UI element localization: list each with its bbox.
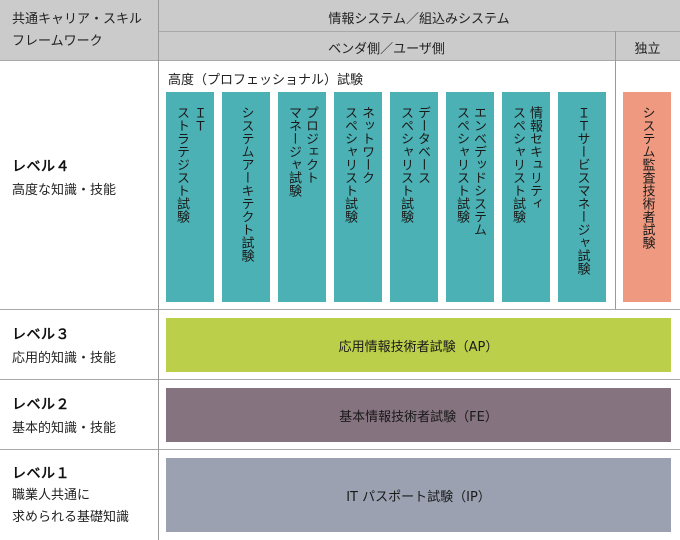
level-desc: 高度な知識・技能 — [12, 183, 117, 198]
divider — [0, 60, 680, 61]
level-title: レベル１ — [12, 466, 70, 482]
exam-label: 情報セキュリティ スペシャリスト試験 — [510, 106, 542, 223]
exam-systems-auditor[interactable]: システム監査技術者試験 — [623, 92, 671, 302]
exam-system-architect[interactable]: システムアーキテクト試験 — [222, 92, 270, 302]
divider — [158, 31, 680, 32]
framework-label-line1: 共通キャリア・スキル — [12, 12, 143, 27]
level-3-label: レベル３ 応用的知識・技能 — [12, 324, 116, 370]
exam-embedded-systems-specialist[interactable]: エンベデッドシステム スペシャリスト試験 — [446, 92, 494, 302]
exam-it-strategist[interactable]: ＩＴ ストラテジスト試験 — [166, 92, 214, 302]
level-title: レベル４ — [12, 159, 70, 175]
exam-database-specialist[interactable]: データベース スペシャリスト試験 — [390, 92, 438, 302]
top-span-label: 情報システム／組込みシステム — [328, 12, 510, 27]
level-title: レベル２ — [12, 397, 70, 413]
divider — [0, 379, 680, 380]
exam-it-service-manager[interactable]: ＩＴサービスマネージャ試験 — [558, 92, 606, 302]
exam-label: エンベデッドシステム スペシャリスト試験 — [454, 106, 486, 236]
exam-label: ＩＴ ストラテジスト試験 — [174, 106, 206, 223]
exam-project-manager[interactable]: プロジェクト マネージャ試験 — [278, 92, 326, 302]
level-desc: 職業人共通に — [12, 488, 91, 503]
exam-label: ネットワーク スペシャリスト試験 — [342, 106, 374, 223]
exam-label: データベース スペシャリスト試験 — [398, 106, 430, 223]
exam-information-security-specialist[interactable]: 情報セキュリティ スペシャリスト試験 — [502, 92, 550, 302]
divider — [158, 0, 159, 540]
advanced-group-label: 高度（プロフェッショナル）試験 — [168, 73, 364, 88]
exam-label: システム監査技術者試験 — [639, 106, 655, 249]
divider — [615, 31, 616, 309]
framework-label: 共通キャリア・スキル フレームワーク — [12, 9, 142, 53]
exam-label: ＩＴサービスマネージャ試験 — [574, 106, 590, 275]
divider — [0, 449, 680, 450]
exam-network-specialist[interactable]: ネットワーク スペシャリスト試験 — [334, 92, 382, 302]
exam-label: プロジェクト マネージャ試験 — [286, 106, 318, 197]
exam-label: 応用情報技術者試験（AP） — [338, 339, 499, 355]
level-desc: 基本的知識・技能 — [12, 421, 117, 436]
level-desc: 求められる基礎知識 — [12, 510, 130, 525]
vendor-user-label: ベンダ側／ユーザ側 — [328, 42, 445, 57]
exam-label: 基本情報技術者試験（FE） — [339, 409, 498, 425]
divider — [0, 309, 680, 310]
exam-it-passport[interactable]: IT パスポート試験（IP） — [166, 458, 671, 532]
exam-applied-information-technology[interactable]: 応用情報技術者試験（AP） — [166, 318, 671, 372]
table-header — [0, 0, 680, 61]
level-1-label: レベル１ 職業人共通に 求められる基礎知識 — [12, 463, 129, 529]
exam-label: システムアーキテクト試験 — [238, 106, 254, 262]
exam-fundamental-information-technology[interactable]: 基本情報技術者試験（FE） — [166, 388, 671, 442]
level-4-label: レベル４ 高度な知識・技能 — [12, 156, 116, 202]
level-title: レベル３ — [12, 327, 70, 343]
framework-label-line2: フレームワーク — [12, 34, 103, 49]
independent-label: 独立 — [634, 42, 661, 57]
level-desc: 応用的知識・技能 — [12, 351, 117, 366]
level-2-label: レベル２ 基本的知識・技能 — [12, 394, 116, 440]
exam-label: IT パスポート試験（IP） — [346, 489, 491, 505]
